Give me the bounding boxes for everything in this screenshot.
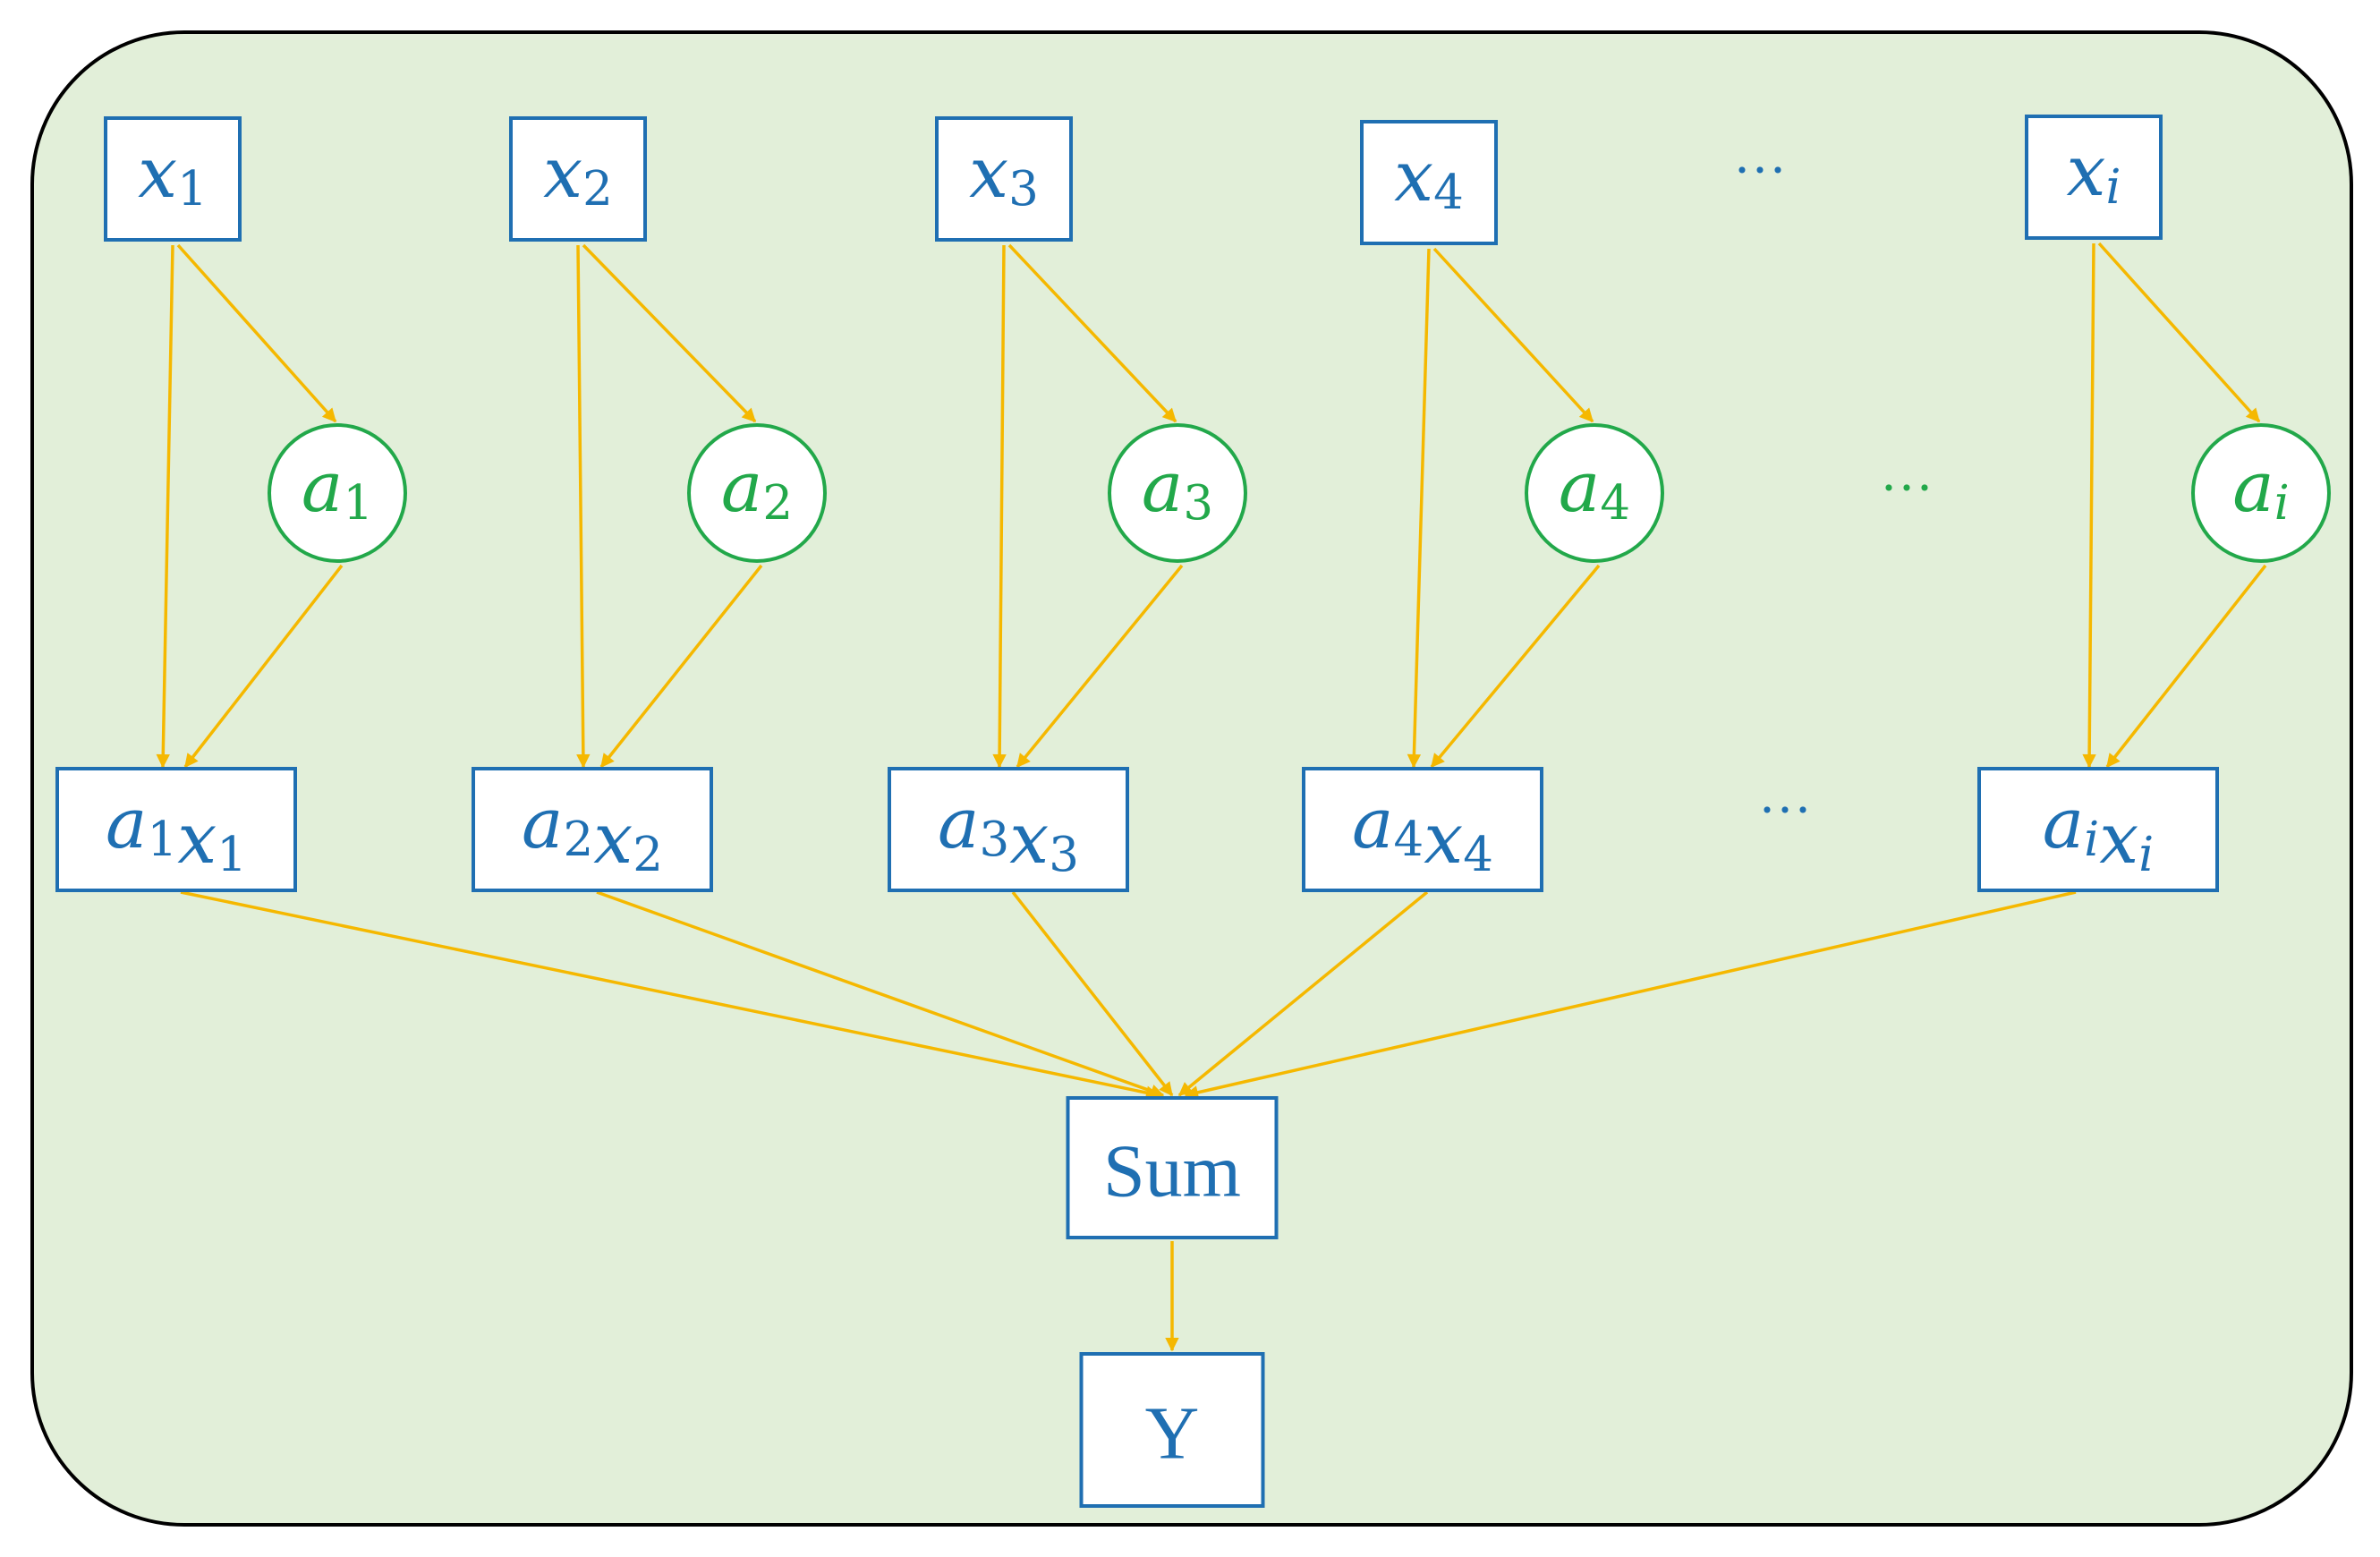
weight-node-2: a2	[687, 423, 827, 563]
product-label: a3x3	[938, 784, 1079, 882]
output-box	[1079, 1352, 1265, 1508]
sum-label: Sum	[1103, 1130, 1241, 1213]
input-label: x3	[969, 133, 1039, 217]
product-ellipsis: ···	[1758, 780, 1812, 839]
input-box	[509, 116, 647, 242]
output-label: Y	[1145, 1392, 1200, 1476]
weight-label: a1	[302, 447, 373, 531]
input-node-5: xi	[2025, 115, 2163, 240]
product-box	[888, 767, 1129, 892]
product-node-2: a2x2	[472, 767, 713, 892]
product-node-3: a3x3	[888, 767, 1129, 892]
input-label: xi	[2067, 132, 2121, 215]
weight-to-product-arrow-4	[1430, 564, 1601, 769]
product-to-sum-arrow-1	[180, 890, 1160, 1100]
nodes-layer: x1 x2 x3 x4 xi a1 a2 a3 a4 ai a1x1 a2x2 a3x3 a4x4 aixi…	[55, 115, 2331, 1508]
input-to-weight-arrow-3	[1007, 243, 1177, 423]
input-node-2: x2	[509, 116, 647, 242]
product-to-sum-arrow-3	[1011, 890, 1174, 1097]
product-to-sum-arrow-4	[1177, 890, 1429, 1097]
input-ellipsis: ···	[1733, 140, 1787, 200]
input-to-product-arrow-1	[156, 244, 174, 769]
input-node-3: x3	[935, 116, 1073, 242]
product-label: a2x2	[522, 784, 663, 882]
weight-circle	[2191, 423, 2331, 563]
input-node-1: x1	[104, 116, 242, 242]
input-box	[935, 116, 1073, 242]
product-to-sum-arrow-5	[1184, 890, 2077, 1100]
input-to-product-arrow-5	[2082, 242, 2096, 769]
input-to-weight-arrow-5	[2097, 242, 2261, 423]
input-label: x4	[1394, 137, 1464, 220]
input-node-4: x4	[1360, 120, 1498, 245]
weight-to-product-arrow-2	[599, 564, 763, 769]
input-box	[1360, 120, 1498, 245]
weight-label: a3	[1142, 447, 1213, 531]
weight-node-5: ai	[2191, 423, 2331, 563]
weight-circle	[1525, 423, 1664, 563]
product-box	[55, 767, 297, 892]
weight-ellipsis: ···	[1880, 458, 1934, 517]
product-box	[1977, 767, 2219, 892]
sum-box	[1066, 1096, 1279, 1239]
input-to-weight-arrow-2	[582, 243, 757, 423]
weight-node-3: a3	[1108, 423, 1247, 563]
sum-node: Sum	[1066, 1096, 1279, 1239]
input-box	[104, 116, 242, 242]
weight-label: a2	[721, 447, 793, 531]
weight-node-1: a1	[268, 423, 407, 563]
product-node-1: a1x1	[55, 767, 297, 892]
weight-circle	[687, 423, 827, 563]
product-label: aixi	[2043, 784, 2154, 882]
weight-to-product-arrow-1	[183, 564, 344, 769]
weight-label: ai	[2232, 447, 2289, 531]
input-label: x1	[138, 133, 208, 217]
weight-node-4: a4	[1525, 423, 1664, 563]
input-to-weight-arrow-1	[176, 243, 337, 423]
weight-to-product-arrow-5	[2105, 564, 2267, 769]
product-node-5: aixi	[1977, 767, 2219, 892]
product-label: a4x4	[1352, 784, 1493, 882]
weight-label: a4	[1559, 447, 1630, 531]
edges-layer	[156, 242, 2267, 1352]
weight-circle	[1108, 423, 1247, 563]
input-to-product-arrow-4	[1407, 248, 1431, 769]
input-to-product-arrow-3	[992, 244, 1007, 769]
product-label: a1x1	[106, 784, 247, 882]
product-to-sum-arrow-2	[596, 890, 1165, 1098]
background-panel	[30, 30, 2353, 1527]
input-to-weight-arrow-4	[1432, 247, 1594, 423]
product-box	[1302, 767, 1543, 892]
product-box	[472, 767, 713, 892]
output-node: Y	[1079, 1352, 1265, 1508]
input-to-product-arrow-2	[576, 244, 591, 769]
input-box	[2025, 115, 2163, 240]
weight-to-product-arrow-3	[1016, 564, 1184, 769]
weight-circle	[268, 423, 407, 563]
product-node-4: a4x4	[1302, 767, 1543, 892]
input-label: x2	[543, 133, 613, 217]
